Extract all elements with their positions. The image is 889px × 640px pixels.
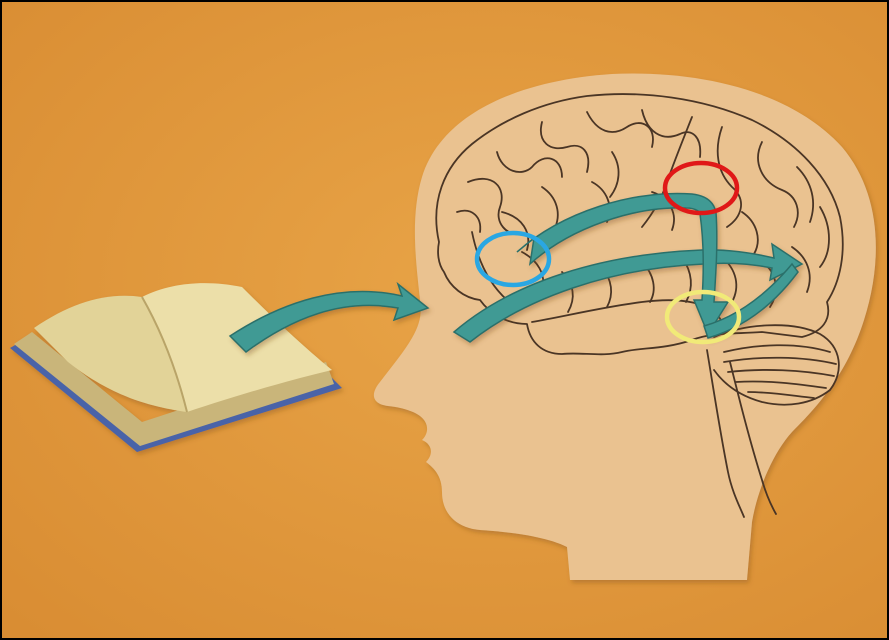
illustration-canvas (2, 2, 887, 638)
illustration (0, 0, 889, 640)
